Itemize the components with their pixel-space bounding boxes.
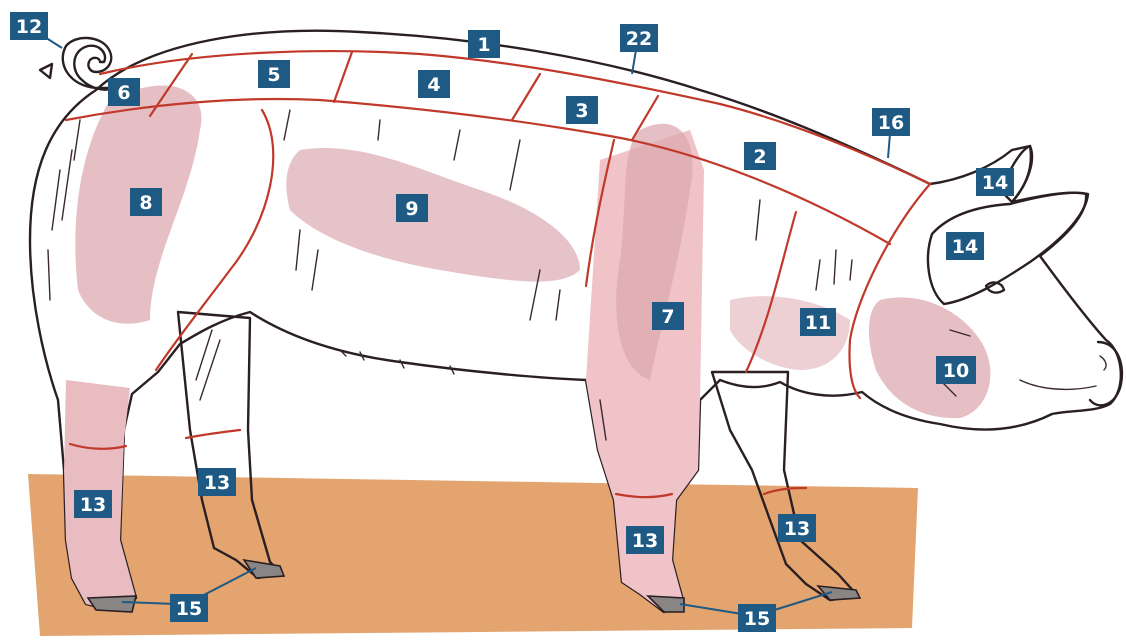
svg-text:15: 15	[744, 608, 770, 630]
label-15-hind: 15	[170, 594, 208, 622]
svg-text:13: 13	[204, 472, 230, 494]
svg-text:14: 14	[982, 172, 1008, 194]
svg-text:7: 7	[661, 306, 674, 328]
svg-text:11: 11	[805, 312, 831, 334]
label-10: 10	[936, 356, 976, 384]
label-7: 7	[652, 302, 684, 330]
svg-text:13: 13	[80, 494, 106, 516]
label-8: 8	[130, 188, 162, 216]
label-6: 6	[108, 78, 140, 106]
label-13-hind-near: 13	[74, 490, 112, 518]
label-11: 11	[800, 308, 836, 336]
svg-text:15: 15	[176, 598, 202, 620]
label-15-front: 15	[738, 604, 776, 632]
label-13-front-far: 13	[778, 514, 816, 542]
svg-text:13: 13	[784, 518, 810, 540]
svg-text:8: 8	[139, 192, 152, 214]
label-4: 4	[418, 70, 450, 98]
cut-line-4-3	[512, 74, 540, 120]
label-22: 22	[620, 24, 658, 52]
hoof-near-hind	[88, 596, 136, 612]
label-13-hind-far: 13	[198, 468, 236, 496]
svg-text:1: 1	[477, 34, 490, 56]
cut-line-5-4	[334, 52, 352, 102]
label-14-upper: 14	[976, 168, 1014, 196]
label-12: 12	[10, 12, 48, 40]
label-5: 5	[258, 60, 290, 88]
svg-text:9: 9	[405, 198, 418, 220]
ground-patch	[28, 474, 918, 636]
svg-text:12: 12	[16, 16, 42, 38]
mouth	[1020, 380, 1096, 389]
svg-text:14: 14	[952, 236, 978, 258]
leader-16	[888, 134, 890, 158]
svg-text:6: 6	[117, 82, 130, 104]
svg-text:16: 16	[878, 112, 904, 134]
svg-text:2: 2	[753, 146, 766, 168]
svg-text:5: 5	[267, 64, 280, 86]
snout	[1090, 342, 1122, 405]
svg-text:3: 3	[575, 100, 588, 122]
tail-tip	[40, 64, 52, 78]
svg-text:10: 10	[943, 360, 969, 382]
nostril	[1100, 356, 1106, 370]
label-2: 2	[744, 142, 776, 170]
cut-line-hind-far	[186, 430, 240, 438]
svg-text:13: 13	[632, 530, 658, 552]
belly-shade	[286, 148, 580, 282]
label-1: 1	[468, 30, 500, 58]
label-16: 16	[872, 108, 910, 136]
svg-text:4: 4	[427, 74, 440, 96]
label-3: 3	[566, 96, 598, 124]
label-14-lower: 14	[946, 232, 984, 260]
label-9: 9	[396, 194, 428, 222]
label-13-front-near: 13	[626, 526, 664, 554]
svg-text:22: 22	[626, 28, 652, 50]
